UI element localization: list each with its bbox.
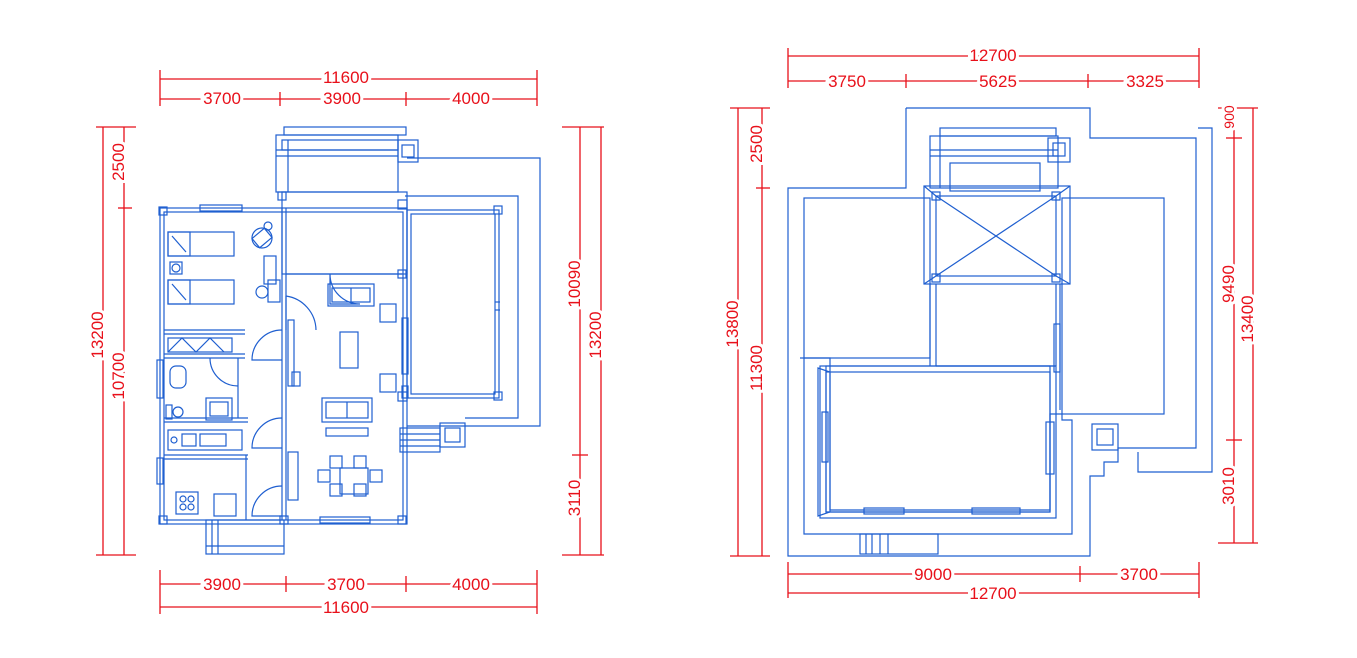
terrace-room: [406, 209, 500, 399]
roof-plan: [787, 107, 1213, 557]
dim-right-inner-mid: 9490: [1219, 265, 1238, 303]
dim-right-inner-lower: 3110: [565, 480, 584, 517]
dim-left-upper: 2500: [109, 143, 128, 181]
dim-top-seg-3: 4000: [452, 89, 490, 108]
bed: [167, 279, 235, 305]
eave-outline: [787, 107, 1197, 557]
light-well: [923, 185, 1071, 285]
sofa: [321, 397, 373, 423]
dim-top-seg-3: 3325: [1126, 72, 1164, 91]
dim-right-inner-upper: 10090: [565, 260, 584, 307]
dim-bottom-seg-3: 4000: [452, 575, 490, 594]
dim-right-outer: 13400: [1238, 295, 1257, 342]
dim-top-total: 12700: [969, 46, 1016, 65]
ground-floor-plan: [156, 126, 541, 555]
dim-top-seg-1: 3700: [203, 89, 241, 108]
upper-room-outline: [281, 191, 408, 275]
dim-bottom-total: 11600: [323, 598, 369, 617]
dim-top-seg-2: 5625: [979, 72, 1017, 91]
sofa: [327, 283, 375, 307]
dim-left-upper: 2500: [747, 125, 766, 163]
dim-right-inner-bottom: 3010: [1219, 467, 1238, 505]
dim-bottom-seg-2: 3700: [327, 575, 365, 594]
bed: [167, 231, 235, 257]
roof-right-slope: [1061, 197, 1165, 415]
dim-left-outer: 13200: [88, 311, 107, 358]
dim-top-total: 11600: [323, 68, 369, 87]
dim-bottom-seg-1: 3900: [203, 575, 241, 594]
dim-right-outer: 13200: [586, 311, 605, 358]
dim-bottom-seg-1: 9000: [914, 565, 952, 584]
dim-left-outer: 13800: [723, 300, 742, 347]
dim-left-lower: 11300: [747, 345, 766, 391]
left-plan-dimensions: 11600 3700 3900 4000 3900 3700 4000 1160…: [85, 65, 608, 620]
balcony: [275, 134, 399, 193]
dim-bottom-total: 12700: [969, 584, 1016, 603]
roof-top-strip: [949, 162, 1041, 192]
dim-top-seg-1: 3750: [828, 72, 866, 91]
right-plan-dimensions: 12700 3750 5625 3325 9000 3700 12700 138…: [720, 43, 1260, 606]
dim-left-lower: 10700: [109, 352, 128, 399]
roof-left-slope: [803, 197, 931, 359]
roof-lower-frame: [800, 357, 1073, 535]
dim-bottom-seg-2: 3700: [1120, 565, 1158, 584]
dim-right-inner-top: 900: [1221, 105, 1237, 129]
dim-top-seg-2: 3900: [323, 89, 361, 108]
